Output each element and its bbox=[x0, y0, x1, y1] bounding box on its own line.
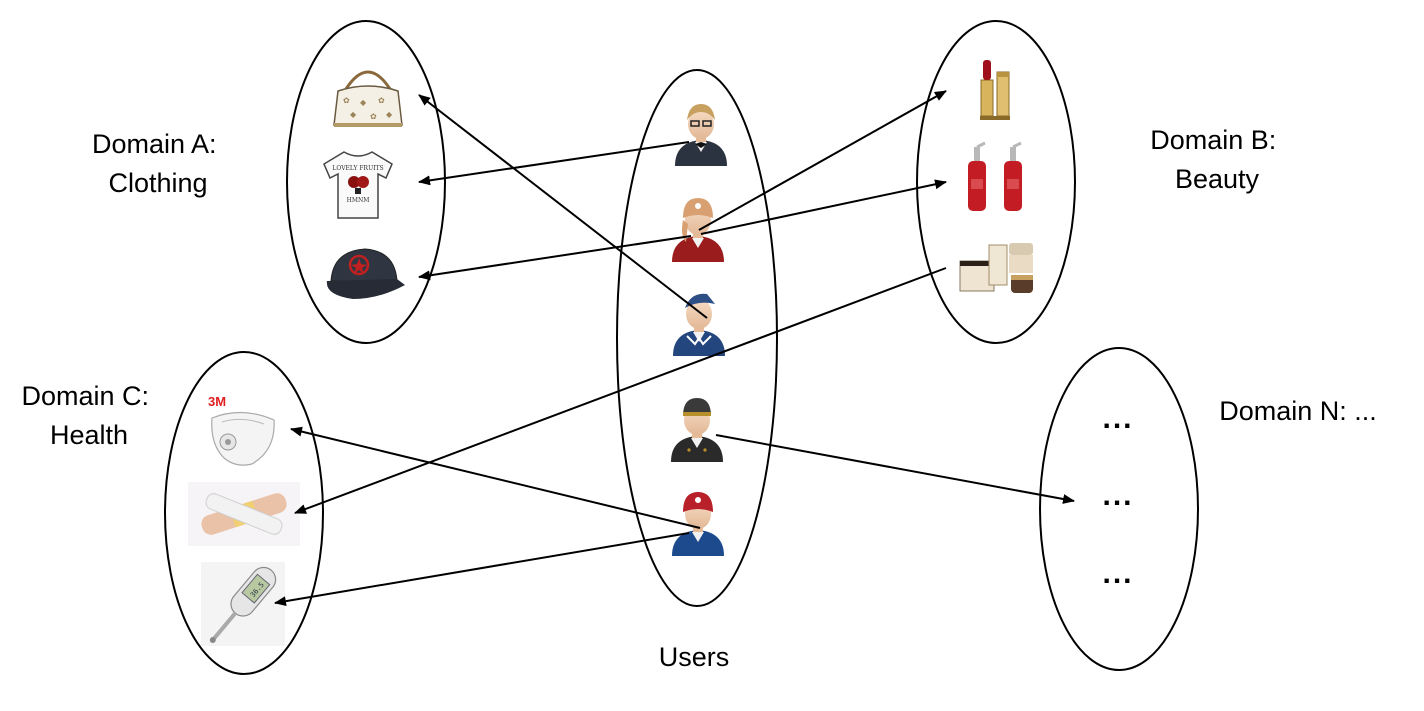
arrow-user5-to-mask bbox=[290, 426, 701, 529]
domain-c-ellipse bbox=[164, 351, 324, 675]
arrow-user2-to-lipstick bbox=[698, 90, 947, 231]
domain-n-dots-2: ... bbox=[1102, 479, 1133, 512]
lotion-bottles-icon bbox=[968, 141, 1022, 211]
users-label: Users bbox=[659, 642, 730, 672]
domain-a-label: Domain A: Clothing bbox=[92, 129, 224, 198]
mask-brand-text: 3M bbox=[208, 394, 226, 409]
domain-n-dots-3: ... bbox=[1102, 557, 1133, 590]
handbag-icon: ✿◆✿ ◆✿◆ bbox=[333, 70, 403, 127]
arrow-user3-to-handbag bbox=[418, 94, 708, 319]
domain-a-ellipse bbox=[286, 20, 446, 344]
svg-text:✿: ✿ bbox=[343, 96, 350, 105]
svg-text:◆: ◆ bbox=[360, 98, 367, 107]
arrow-cream-to-bandage bbox=[294, 267, 947, 514]
bandage-icon bbox=[188, 482, 300, 546]
domain-c-label: Domain C: Health bbox=[21, 381, 156, 450]
arrow-user2-to-lotion bbox=[700, 179, 947, 235]
arrow-user2-to-cap bbox=[418, 235, 692, 281]
domain-n-ellipse bbox=[1039, 347, 1199, 671]
face-mask-icon: 3M bbox=[208, 394, 275, 466]
lipstick-icon bbox=[980, 60, 1010, 120]
svg-text:◆: ◆ bbox=[350, 110, 357, 119]
arrow-user4-to-domain-n bbox=[715, 434, 1075, 504]
stewardess-user-icon bbox=[673, 293, 725, 356]
cream-jars-icon bbox=[959, 243, 1033, 293]
domain-b-ellipse bbox=[916, 20, 1076, 344]
waiter-user-icon bbox=[675, 104, 727, 166]
red-cap-user-icon bbox=[672, 198, 724, 262]
svg-text:✿: ✿ bbox=[378, 96, 385, 105]
svg-text:HMNM: HMNM bbox=[347, 197, 370, 204]
users-ellipse bbox=[616, 69, 778, 607]
svg-text:LOVELY FRUITS: LOVELY FRUITS bbox=[332, 165, 383, 172]
thermometer-icon: 36.5 bbox=[201, 562, 285, 646]
svg-text:◆: ◆ bbox=[386, 110, 393, 119]
tshirt-icon: LOVELY FRUITS HMNM bbox=[323, 151, 393, 219]
bellhop-user-icon bbox=[671, 398, 723, 462]
domain-b-label: Domain B: Beauty bbox=[1150, 125, 1284, 194]
svg-text:✿: ✿ bbox=[370, 112, 377, 121]
red-helmet-user-icon bbox=[672, 492, 724, 556]
arrow-user5-to-thermometer bbox=[274, 532, 690, 607]
arrow-user1-to-tshirt bbox=[418, 141, 690, 186]
domain-n-label: Domain N: ... bbox=[1219, 396, 1377, 426]
domain-n-dots-1: ... bbox=[1102, 402, 1133, 435]
cap-icon bbox=[326, 248, 405, 299]
